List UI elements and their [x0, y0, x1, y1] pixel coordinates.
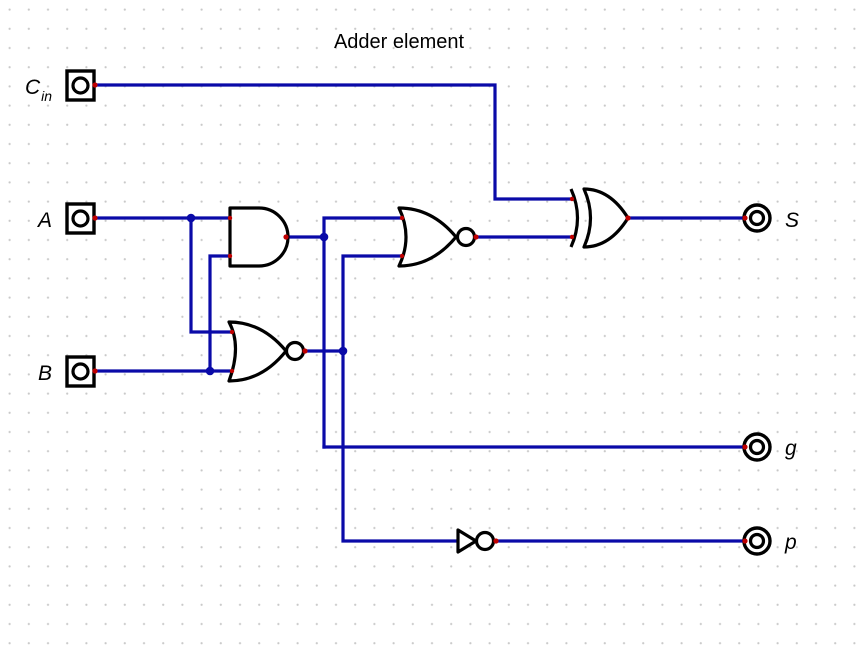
- diagram-title: Adder element: [334, 31, 465, 53]
- output-pin-p[interactable]: [742, 526, 772, 556]
- input-pin-b[interactable]: [65, 355, 98, 388]
- output-label-g: g: [785, 437, 797, 460]
- input-pin-a[interactable]: [65, 202, 98, 235]
- output-pin-s[interactable]: [742, 203, 772, 233]
- input-label-cin: Cin: [25, 76, 52, 104]
- output-label-p: p: [784, 531, 797, 554]
- junction-b: [205, 366, 215, 376]
- wire-cin-xor[interactable]: [93, 83, 574, 201]
- wire-b-and[interactable]: [208, 254, 232, 373]
- junction-and-out: [319, 232, 329, 242]
- junction-a: [186, 213, 196, 223]
- not-gate[interactable]: [456, 528, 496, 554]
- not-gate-bubble: [474, 530, 496, 552]
- output-label-s: S: [785, 209, 799, 232]
- nor-gate-1-bubble: [284, 340, 306, 362]
- and-gate[interactable]: [228, 206, 290, 268]
- input-label-a: A: [36, 209, 52, 232]
- input-pin-cin[interactable]: [65, 69, 98, 102]
- xor-gate-input-curve: [569, 188, 580, 248]
- wires: [93, 83, 747, 543]
- nor-gate-1[interactable]: [227, 320, 306, 383]
- junctions: [186, 213, 348, 376]
- nor-gate-2-bubble: [455, 226, 477, 248]
- xor-gate[interactable]: [569, 187, 630, 249]
- wire-nor1-nor2-not[interactable]: [341, 254, 460, 543]
- wire-and-nor2[interactable]: [322, 216, 404, 449]
- input-label-b: B: [38, 362, 52, 385]
- junction-nor1-out: [338, 346, 348, 356]
- port-markers: [227, 196, 631, 544]
- output-pin-g[interactable]: [742, 432, 772, 462]
- wire-a-nor1[interactable]: [189, 216, 234, 334]
